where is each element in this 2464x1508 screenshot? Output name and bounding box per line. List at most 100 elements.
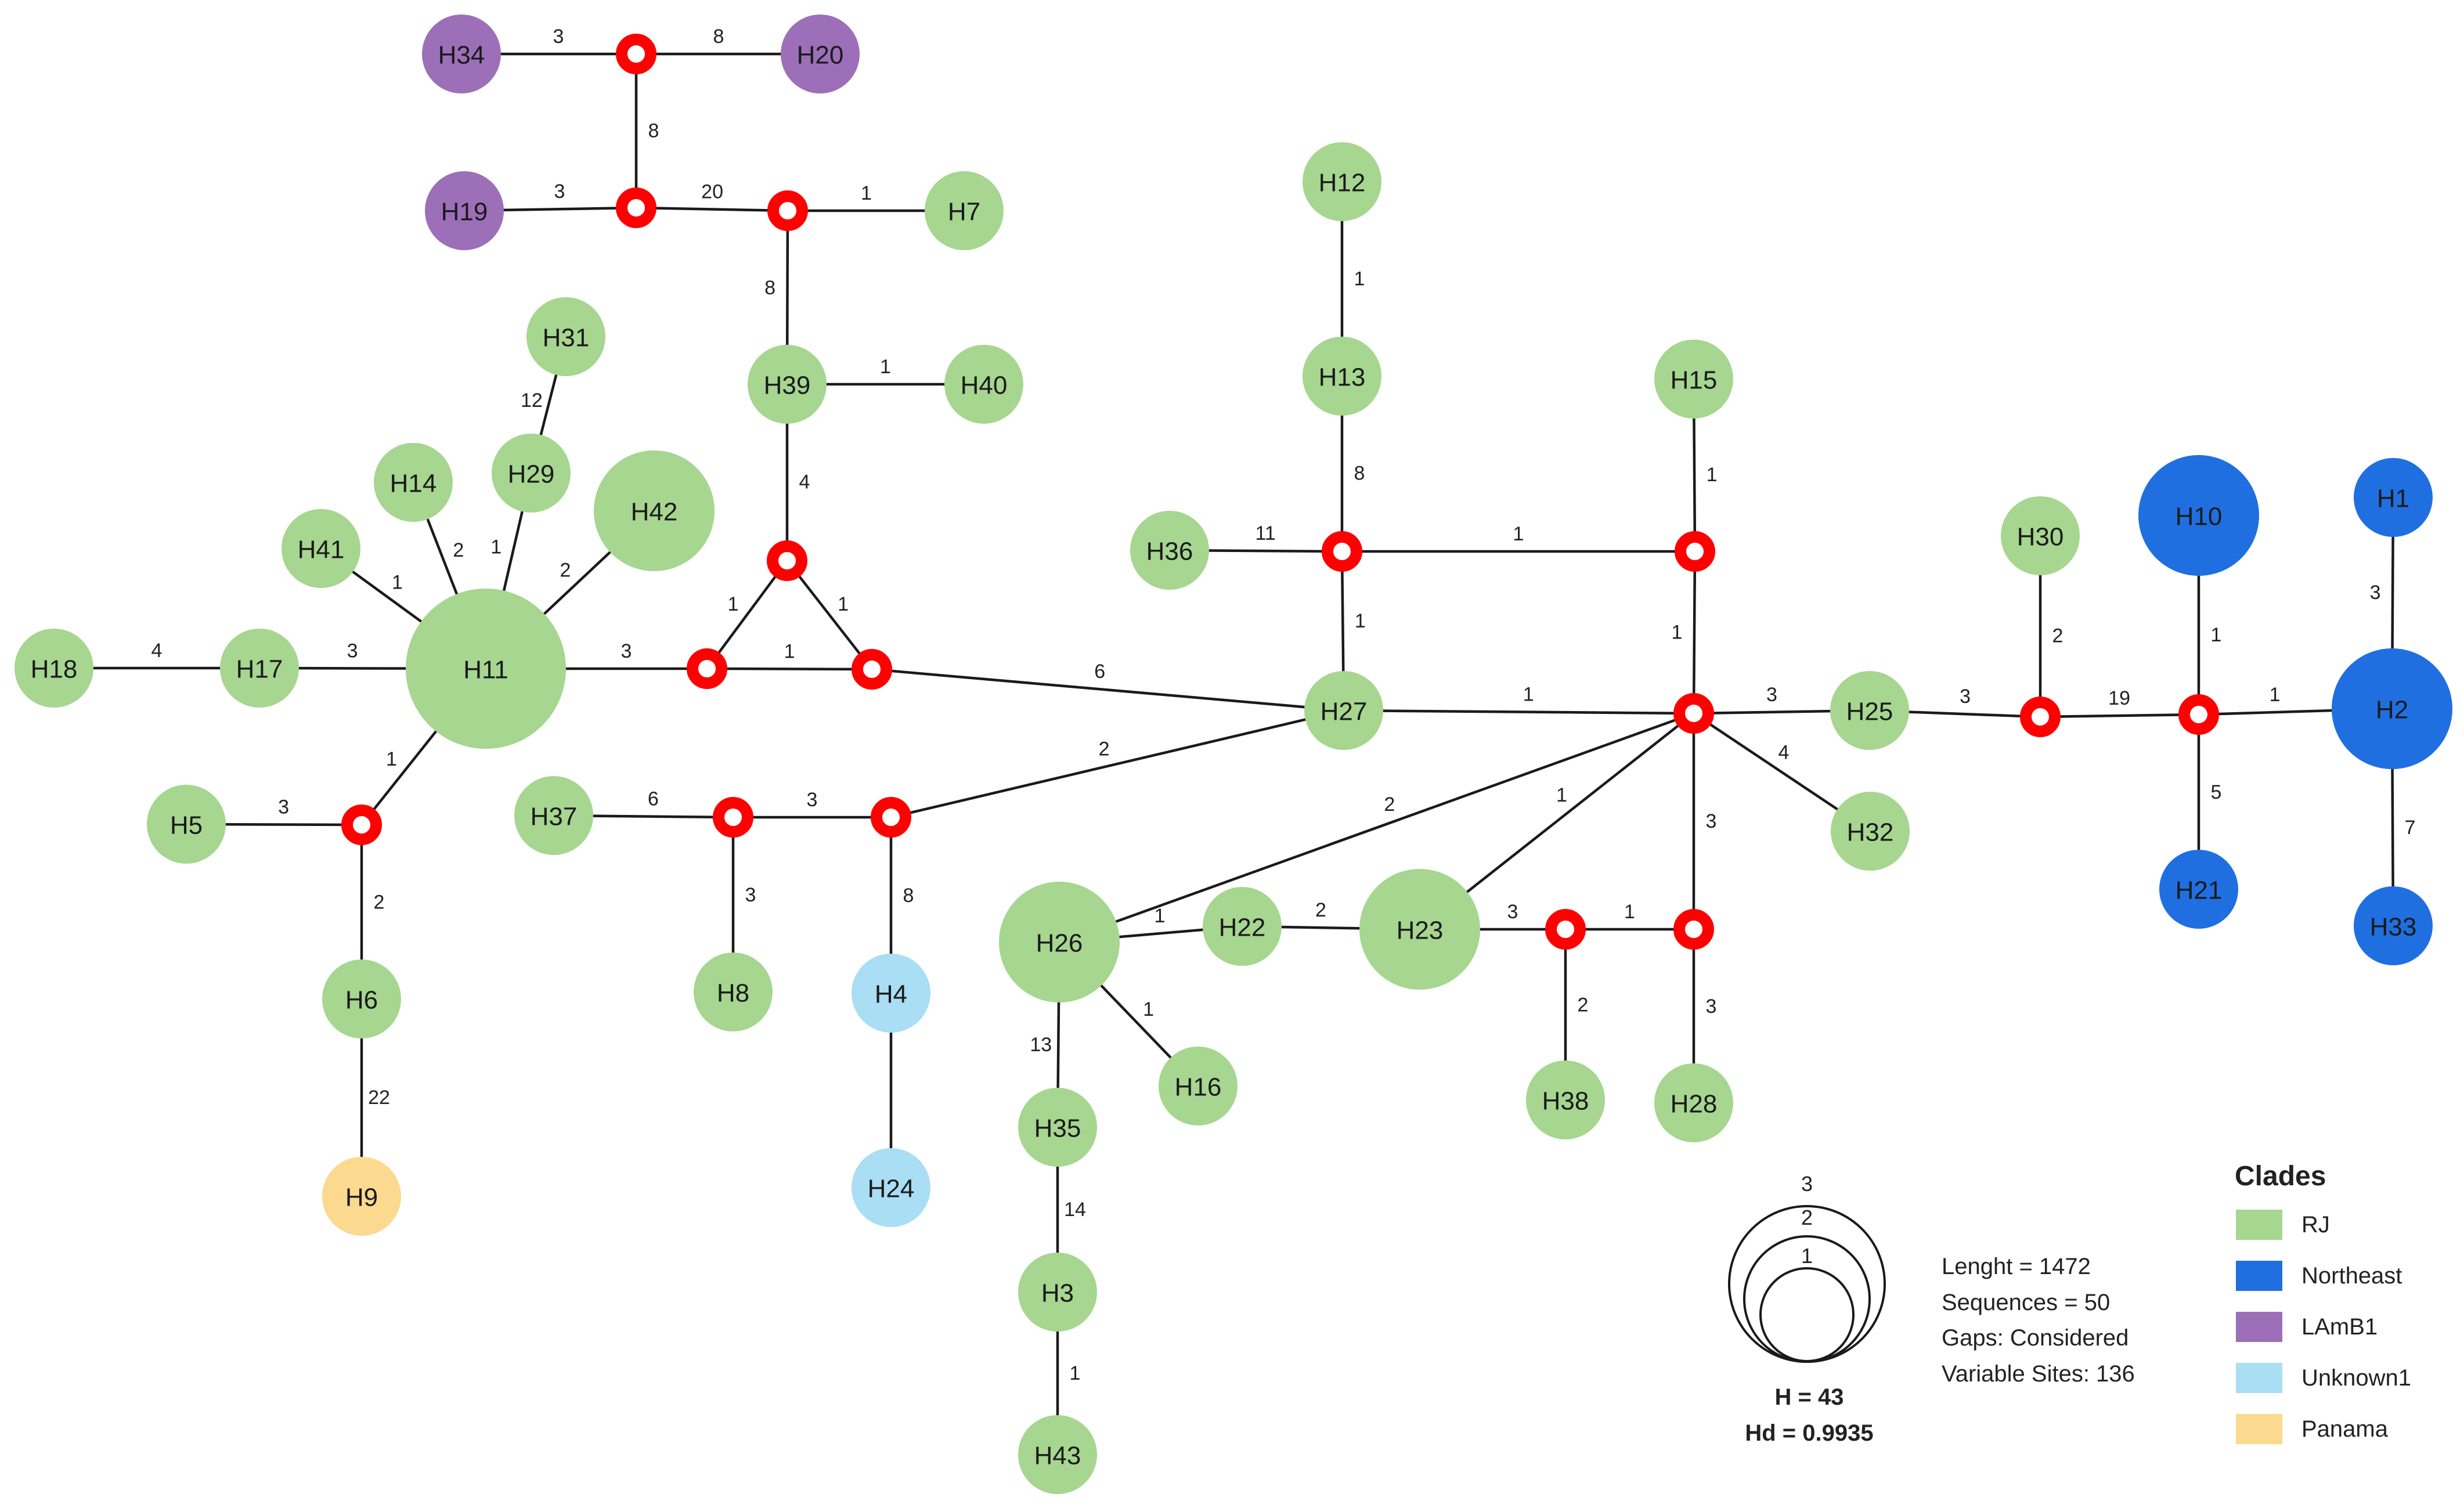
edge-label-M9-H4: 8	[903, 885, 914, 907]
edge-label-H37-M8: 6	[648, 788, 659, 810]
edge-label-M12-H25: 3	[1766, 684, 1777, 706]
edge-label-M16-H21: 5	[2211, 781, 2222, 803]
edge-label-H10-M16: 1	[2211, 624, 2222, 646]
edge-M15-M16	[2040, 713, 2199, 719]
haplotype-node-h5	[147, 785, 226, 864]
haplotype-label-h26: H26	[1036, 929, 1083, 958]
haplotype-label-h12: H12	[1319, 169, 1366, 197]
edge-label-M1-M2: 8	[648, 120, 659, 142]
scale-label-2: 2	[1801, 1206, 1813, 1229]
edge-label-H34-M1: 3	[553, 26, 564, 48]
haplotype-node-h8	[694, 953, 773, 1031]
legend-swatch-panama	[2236, 1414, 2282, 1444]
edge-label-M5-M6: 1	[784, 641, 795, 663]
haplotype-node-h25	[1830, 671, 1909, 750]
haplotype-node-h24	[852, 1148, 930, 1227]
median-vector-node	[1673, 693, 1714, 734]
edge-M6-H27	[871, 668, 1344, 712]
edge-label-H26-H16: 1	[1143, 998, 1154, 1020]
median-vector-node	[616, 187, 656, 228]
edge-label-M14-H28: 3	[1706, 995, 1717, 1018]
edge-label-M8-H8: 3	[745, 884, 756, 906]
median-vector-node	[852, 649, 892, 690]
median-vector-node	[1675, 531, 1715, 572]
edge-label-H30-M15: 2	[2052, 625, 2063, 647]
haplotype-label-h43: H43	[1034, 1442, 1081, 1470]
stat-sequences: Sequences = 50	[1942, 1290, 2110, 1315]
scale-ring-3	[1728, 1205, 1886, 1363]
haplotype-node-h34	[422, 15, 501, 93]
haplotype-label-h24: H24	[868, 1175, 915, 1203]
haplotype-label-h4: H4	[875, 980, 907, 1009]
edge-label-M4-M5: 1	[727, 593, 738, 615]
haplotype-label-h19: H19	[441, 198, 488, 226]
haplotype-label-h18: H18	[31, 655, 78, 684]
edge-label-H2-H33: 7	[2405, 817, 2416, 839]
haplotype-node-h13	[1303, 337, 1381, 416]
haplotype-node-h12	[1303, 142, 1381, 221]
haplotype-label-h10: H10	[2176, 503, 2223, 531]
edge-label-H14-H11: 2	[453, 539, 464, 561]
haplotype-node-h39	[748, 345, 827, 424]
haplotype-node-h14	[374, 443, 453, 522]
haplotype-label-h9: H9	[345, 1184, 378, 1212]
haplotype-label-h40: H40	[961, 371, 1008, 400]
haplotype-diversity: Hd = 0.9935	[1745, 1420, 1873, 1446]
edge-label-H41-H11: 1	[392, 572, 403, 594]
edge-label-M12-H23: 1	[1556, 784, 1567, 806]
haplotype-node-h42	[594, 450, 715, 571]
network-edges	[54, 52, 2395, 1455]
edge-label-H39-H40: 1	[880, 356, 891, 378]
median-vector-node	[341, 804, 382, 845]
haplotype-node-h41	[282, 509, 360, 588]
edge-label-M15-M16: 19	[2108, 687, 2130, 709]
haplotype-node-h21	[2159, 850, 2238, 929]
haplotype-node-h16	[1159, 1047, 1238, 1125]
edge-label-H6-H9: 22	[368, 1087, 390, 1109]
edge-label-H26-H22: 1	[1154, 905, 1165, 927]
haplotype-label-h27: H27	[1321, 698, 1368, 726]
median-vector-node	[1673, 909, 1714, 950]
edge-label-H3-H43: 1	[1070, 1362, 1081, 1384]
edge-label-M1-H20: 8	[713, 26, 724, 48]
haplotype-label-h39: H39	[764, 371, 811, 400]
haplotype-label-h34: H34	[438, 41, 485, 70]
edge-label-H12-H13: 1	[1354, 268, 1365, 290]
haplotype-node-h38	[1526, 1060, 1605, 1139]
median-vector-node	[2178, 694, 2219, 735]
haplotype-node-h1	[2354, 458, 2433, 537]
edge-label-M11-M12: 1	[1672, 621, 1683, 643]
haplotype-node-h31	[526, 297, 605, 376]
legend-label-unknown1: Unknown1	[2301, 1365, 2411, 1391]
edge-H27-M12	[1343, 709, 1694, 715]
dataset-stats: Lenght = 1472 Sequences = 50 Gaps: Consi…	[1942, 1254, 2135, 1387]
legend-swatch-northeast	[2236, 1261, 2282, 1291]
edge-label-M13-H38: 2	[1578, 994, 1589, 1016]
edge-label-H15-M11: 1	[1707, 464, 1718, 486]
haplotype-node-h22	[1203, 887, 1282, 966]
edge-M4-M6	[786, 560, 873, 670]
edge-label-H19-M2: 3	[554, 181, 565, 203]
haplotype-label-h17: H17	[236, 655, 283, 684]
edge-label-H25-M15: 3	[1960, 686, 1971, 708]
haplotype-label-h22: H22	[1219, 914, 1266, 942]
haplotype-label-h8: H8	[717, 979, 749, 1008]
legend-label-rj: RJ	[2301, 1212, 2330, 1238]
edge-label-H5-M7: 3	[278, 796, 289, 818]
haplotype-label-h21: H21	[2176, 876, 2223, 905]
edge-label-H17-H11: 3	[347, 640, 358, 662]
haplotype-label-h20: H20	[797, 41, 844, 70]
haplotype-label-h14: H14	[390, 470, 437, 498]
haplotype-label-h5: H5	[170, 811, 203, 840]
haplotype-node-h18	[15, 629, 93, 708]
stat-variable-sites: Variable Sites: 136	[1942, 1361, 2135, 1387]
haplotype-node-h11	[406, 589, 566, 749]
edge-label-H11-M7: 1	[386, 748, 397, 770]
haplotype-node-h29	[492, 434, 571, 513]
haplotype-label-h37: H37	[531, 803, 578, 831]
haplotype-label-h32: H32	[1847, 818, 1894, 847]
edge-label-M3-H39: 8	[764, 277, 775, 299]
median-vector-node	[713, 797, 753, 838]
edge-M11-M12	[1692, 551, 1697, 714]
